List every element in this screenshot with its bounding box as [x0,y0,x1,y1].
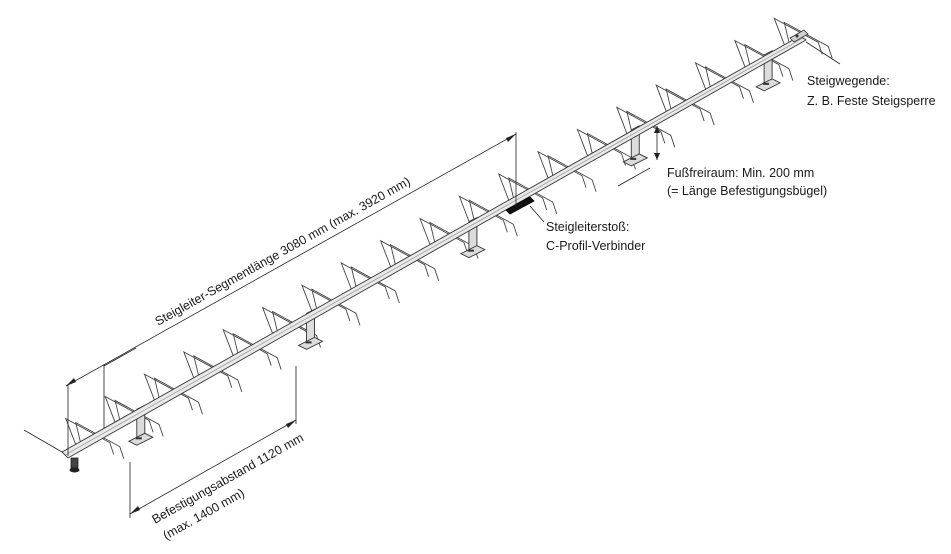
joint-label-line2: C-Profil-Verbinder [546,239,645,253]
end-label-line2: Z. B. Feste Steigsperre [807,94,936,108]
segment-length-dimension [65,132,517,456]
foot-clearance-label-line2: (= Länge Befestigungsbügel) [667,184,827,198]
bracket-spacing-dimension [129,366,297,518]
leader-lines [23,41,841,453]
spacing-label-line1: Befestigungsabstand 1120 mm [150,431,306,527]
foot-clearance-label-line1: Fußfreiraum: Min. 200 mm [667,166,814,180]
segment-length-label: Steigleiter-Segmentlänge 3080 mm (max. 3… [153,174,413,328]
end-stop [789,29,809,43]
c-profile-rail [61,35,807,459]
joint-label-line1: Steigleiterstoß: [546,220,629,234]
end-label-line1: Steigwegende: [807,74,890,88]
foot-clearance-dimension [617,126,660,187]
ladder-foot [69,457,80,473]
rail-joint-connector [505,196,535,215]
